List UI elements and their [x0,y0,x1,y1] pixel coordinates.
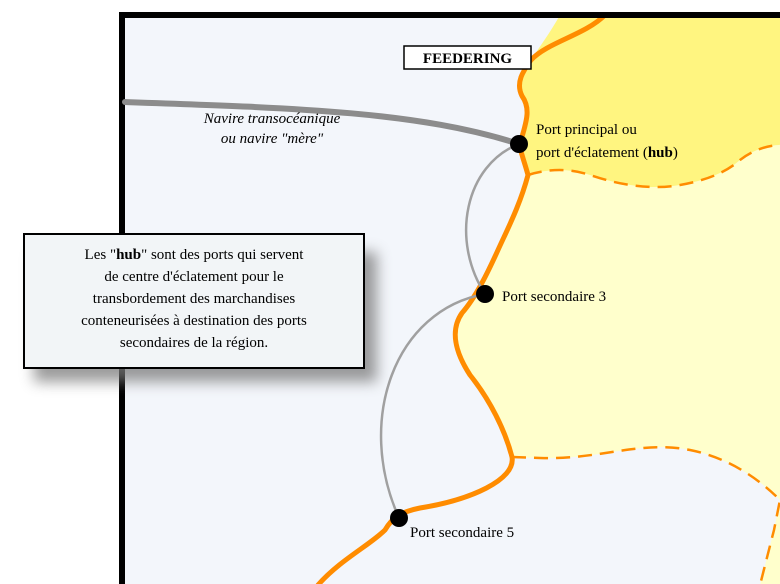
hub-port-label-line2: port d'éclatement (hub) [536,145,678,161]
diagram-title: FEEDERING [423,51,513,67]
hub-port-label-bold: hub [648,145,673,161]
hub-port-label-line1: Port principal ou [536,122,637,138]
info-box-line4: conteneurisées à destination des ports [81,313,307,329]
hub-port-label-prefix: port d'éclatement ( [536,145,648,161]
coastline [315,12,608,584]
feeder-route-hub-to-port3 [465,142,520,295]
mother-ship-route [122,99,522,147]
info-box-line1-bold: hub [116,247,141,263]
land-secondary-region [455,144,780,584]
info-box-line1-suffix: " sont des ports qui servent [141,247,304,263]
info-box-line3: transbordement des marchandises [93,291,296,307]
port-secondary-5-marker [390,509,408,527]
land-boundary-secondary [511,445,780,584]
port-secondary-5-label: Port secondaire 5 [410,525,514,541]
map-frame [119,12,780,584]
info-box-line2: de centre d'éclatement pour le [104,269,284,285]
port-secondary-3-marker [476,285,494,303]
info-box [23,233,365,369]
land-hub-region [519,15,780,188]
info-box-line1: Les "hub" sont des ports qui servent [85,247,305,263]
mother-ship-label-line1: Navire transocéanique [203,111,341,127]
hub-port-label-suffix: ) [673,145,678,161]
info-box-line5: secondaires de la région. [120,335,268,351]
hub-port-marker [510,135,528,153]
feeder-route-port3-to-port5 [379,292,486,519]
mother-ship-label-line2: ou navire "mère" [221,131,324,147]
title-badge-border [403,45,532,70]
port-secondary-3-label: Port secondaire 3 [502,289,606,305]
land-boundary-hub [527,143,780,189]
info-box-line1-prefix: Les " [85,247,117,263]
